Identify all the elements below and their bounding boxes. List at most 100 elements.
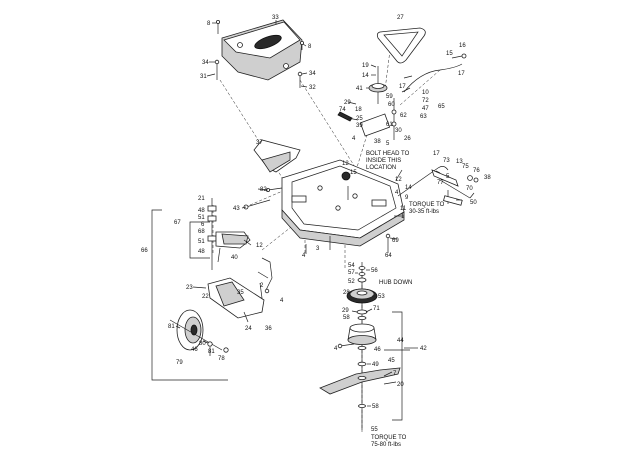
callout-59: 59 [386, 94, 393, 100]
callout-35: 35 [237, 290, 244, 296]
deck-cover [221, 19, 303, 81]
callout-3: 3 [316, 246, 320, 252]
callout-27: 27 [397, 15, 404, 21]
callout-18: 18 [355, 107, 362, 113]
callout-14: 14 [362, 73, 369, 79]
callout-38: 38 [484, 175, 491, 181]
callout-82: 82 [260, 187, 267, 193]
callout-41: 41 [356, 86, 363, 92]
callout-26: 26 [404, 136, 411, 142]
callout-28: 28 [343, 290, 350, 296]
caster-assembly [169, 198, 265, 353]
callout-32: 32 [309, 85, 316, 91]
callout-81: 81 [168, 324, 175, 330]
note-torque-b-line2: 75-80 ft-lbs [371, 442, 401, 448]
callout-77: 77 [437, 180, 444, 186]
callout-22: 22 [202, 294, 209, 300]
callout-9: 9 [405, 195, 409, 201]
callout-13: 13 [456, 159, 463, 165]
callout-47: 47 [422, 106, 429, 112]
callout-30: 30 [395, 128, 402, 134]
callout-16: 16 [459, 43, 466, 49]
callout-54: 54 [348, 263, 355, 269]
callout-69: 69 [392, 238, 399, 244]
callout-21: 21 [198, 196, 205, 202]
callout-29: 29 [342, 308, 349, 314]
callout-79: 79 [176, 360, 183, 366]
callout-75: 75 [462, 164, 469, 170]
callout-65: 65 [438, 104, 445, 110]
callout-34: 34 [309, 71, 316, 77]
callout-48: 48 [198, 249, 205, 255]
note-bolt-head-line3: LOCATION [366, 165, 396, 171]
callout-34: 34 [202, 60, 209, 66]
callout-63: 63 [420, 114, 427, 120]
callout-39: 39 [356, 123, 363, 129]
belt-guard [253, 139, 301, 173]
cover-bolts [214, 19, 304, 88]
callout-56: 56 [371, 268, 378, 274]
callout-12: 12 [395, 177, 402, 183]
callout-66: 66 [141, 248, 148, 254]
callout-8: 8 [207, 21, 211, 27]
note-bolt-head-line2: INSIDE THIS [366, 158, 401, 164]
note-torque-a-line2: 30-35 ft-lbs [409, 209, 439, 215]
callout-31: 31 [200, 74, 207, 80]
callout-4: 4 [280, 298, 284, 304]
callout-4: 4 [334, 346, 338, 352]
callout-58: 58 [343, 315, 350, 321]
callout-80: 80 [199, 341, 206, 347]
idler-assembly [337, 66, 397, 140]
callout-48: 48 [198, 208, 205, 214]
callout-17: 17 [433, 151, 440, 157]
callout-19: 19 [362, 63, 369, 69]
callout-68: 68 [198, 229, 205, 235]
callout-8: 8 [308, 44, 312, 50]
callout-4: 4 [302, 253, 306, 259]
note-torque-b-line1: TORQUE TO [371, 435, 407, 441]
callout-25: 25 [356, 116, 363, 122]
callout-51: 51 [198, 215, 205, 221]
callout-29: 29 [344, 100, 351, 106]
adjust-levers [257, 257, 273, 294]
callout-15: 15 [446, 51, 453, 57]
callout-2: 2 [260, 283, 264, 289]
spindle-assembly [319, 262, 401, 430]
callout-brackets [151, 209, 418, 421]
callout-40: 40 [231, 255, 238, 261]
callout-46: 46 [191, 347, 198, 353]
callout-81: 81 [208, 349, 215, 355]
callout-5: 5 [386, 141, 390, 147]
callout-67: 67 [174, 220, 181, 226]
note-hub-down: HUB DOWN [379, 280, 412, 286]
callout-58: 58 [372, 404, 379, 410]
callout-15: 15 [350, 170, 357, 176]
callout-60: 60 [388, 102, 395, 108]
callout-37: 37 [256, 140, 263, 146]
callout-1: 1 [401, 214, 405, 220]
callout-42: 42 [420, 346, 427, 352]
note-torque-a-line1: TORQUE TO [409, 202, 445, 208]
callout-62: 62 [400, 113, 407, 119]
callout-74: 74 [339, 107, 346, 113]
control-cable [403, 53, 467, 93]
callout-44: 44 [397, 338, 404, 344]
callout-70: 70 [466, 186, 473, 192]
callout-76: 76 [473, 168, 480, 174]
callout-17: 17 [458, 71, 465, 77]
assembly-notes: BOLT HEAD TO INSIDE THIS LOCATION TORQUE… [366, 151, 445, 448]
callout-49: 49 [372, 362, 379, 368]
callout-24: 24 [245, 326, 252, 332]
callout-10: 10 [422, 90, 429, 96]
callout-38: 38 [374, 139, 381, 145]
callout-61: 61 [386, 122, 393, 128]
callout-51: 51 [198, 239, 205, 245]
deck-mount-bolt [337, 343, 355, 349]
callout-52: 52 [348, 279, 355, 285]
callout-33: 33 [272, 15, 279, 21]
callout-71: 71 [373, 306, 380, 312]
callout-46: 46 [374, 347, 381, 353]
drive-belt [376, 27, 426, 64]
callout-57: 57 [348, 270, 355, 276]
